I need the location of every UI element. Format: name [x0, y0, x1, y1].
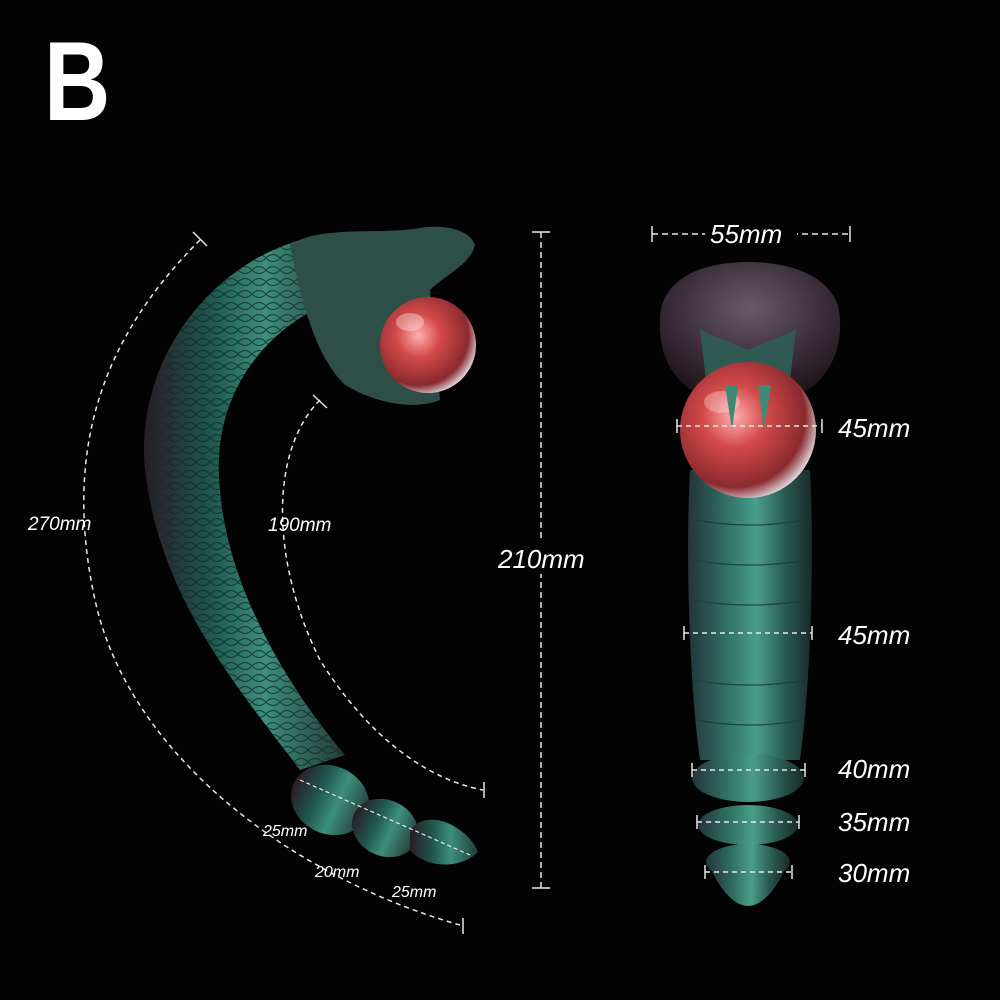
- tail-bead-1: [291, 764, 369, 836]
- dim-line-outer-arc: [83, 239, 461, 926]
- dim-label-head-width: 55mm: [710, 219, 782, 249]
- front-tip: [712, 872, 784, 906]
- dim-label-bead-1: 40mm: [838, 754, 910, 784]
- dim-label-tip-segment-3: 25mm: [391, 884, 436, 901]
- dim-label-outer-length: 270mm: [27, 514, 91, 535]
- dim-label-body-width: 45mm: [838, 620, 910, 650]
- front-view: 55mm 45mm 45mm 40mm 35mm: [651, 217, 910, 906]
- scale-texture: [143, 240, 345, 770]
- snake-body-front: [688, 470, 812, 760]
- tail-tip: [410, 819, 478, 865]
- dim-line-inner-arc: [281, 399, 484, 791]
- variant-label: B: [44, 19, 110, 144]
- side-view: 270mm 190mm 210mm 25mm 20mm 25mm: [27, 226, 595, 934]
- dim-label-bead-3: 30mm: [838, 858, 910, 888]
- fang-right: [758, 385, 771, 430]
- front-bead-3: [706, 844, 790, 880]
- tail-bead-2: [351, 798, 419, 858]
- red-orb-side: [380, 297, 476, 393]
- dim-label-inner-length: 190mm: [268, 515, 331, 536]
- belly-scale-bands: [691, 519, 809, 726]
- dim-label-height: 210mm: [497, 544, 585, 574]
- dim-label-bead-2: 35mm: [838, 807, 910, 837]
- front-bead-2: [698, 805, 798, 845]
- red-orb-front: [680, 362, 816, 498]
- front-bead-1: [692, 754, 804, 802]
- fang-left: [725, 385, 738, 430]
- dim-label-orb-width: 45mm: [838, 413, 910, 443]
- dim-label-tip-segment-2: 20mm: [314, 864, 359, 881]
- dim-label-tip-segment-1: 25mm: [262, 823, 307, 840]
